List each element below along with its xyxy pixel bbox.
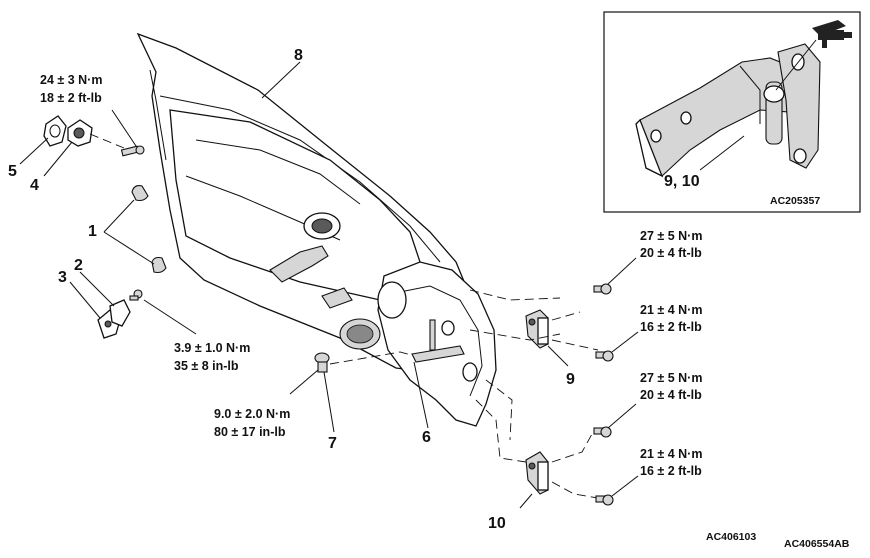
part-5-clip xyxy=(43,115,67,147)
bolt-hinge9-lower xyxy=(595,350,614,362)
torque-7-nm: 9.0 ± 2.0 N·m xyxy=(214,407,290,421)
torque-9l-ftlb: 16 ± 2 ft-lb xyxy=(640,320,702,334)
dash-hinge9-d xyxy=(551,339,599,351)
torque-9u-nm: 27 ± 5 N·m xyxy=(640,229,702,243)
leader-5 xyxy=(19,137,49,165)
callout-10: 10 xyxy=(488,515,506,532)
grease-gun-icon xyxy=(812,20,852,48)
bolt-hinge10-upper xyxy=(593,426,612,438)
leader-4 xyxy=(43,141,73,177)
inset-callout-9-10: 9, 10 xyxy=(664,173,700,190)
inset-figure-code: AC205357 xyxy=(770,195,820,207)
hinge-9 xyxy=(525,309,549,349)
bolt-hinge9-upper xyxy=(593,283,612,295)
dash-hinge9-c xyxy=(551,311,581,321)
torque-small-inlb: 35 ± 8 in-lb xyxy=(174,359,239,373)
dash-hinge10-b xyxy=(485,379,513,441)
torque-top-nm: 24 ± 3 N·m xyxy=(40,73,102,87)
torque-7-inlb: 80 ± 17 in-lb xyxy=(214,425,286,439)
torque-top-ftlb: 18 ± 2 ft-lb xyxy=(40,91,102,105)
callout-6: 6 xyxy=(422,429,431,446)
dash-bolt-top xyxy=(89,133,125,149)
torque-10l-ftlb: 16 ± 2 ft-lb xyxy=(640,464,702,478)
callout-7: 7 xyxy=(328,435,337,452)
leader-7 xyxy=(323,371,335,433)
inset-callout-leader xyxy=(699,135,745,171)
part-1-plug-lower xyxy=(151,256,167,274)
leader-torque-9u xyxy=(607,257,637,285)
leader-torque-9l xyxy=(611,331,639,353)
callout-9: 9 xyxy=(566,371,575,388)
leader-torque-10u xyxy=(607,403,637,429)
callout-5: 5 xyxy=(8,163,17,180)
part-2-retainer xyxy=(109,299,131,327)
leader-1a xyxy=(103,199,135,233)
leader-10 xyxy=(519,493,533,509)
callout-8: 8 xyxy=(294,47,303,64)
leader-8 xyxy=(261,61,301,99)
part-6-check-link xyxy=(411,319,465,363)
leader-torque-7 xyxy=(289,369,319,395)
part-1-plug-upper xyxy=(131,185,149,202)
dash-hinge10-d xyxy=(551,481,599,499)
callout-1: 1 xyxy=(88,223,97,240)
screw-small xyxy=(129,289,143,301)
leader-torque-small xyxy=(143,299,197,335)
leader-2 xyxy=(79,271,115,307)
part-4-bracket xyxy=(67,119,93,147)
hinge-10 xyxy=(525,451,549,495)
torque-10u-ftlb: 20 ± 4 ft-lb xyxy=(640,388,702,402)
leader-torque-top xyxy=(111,109,137,147)
bolt-hinge10-lower xyxy=(595,494,614,506)
leader-torque-10l xyxy=(611,475,639,497)
leader-1b xyxy=(103,231,155,265)
torque-9u-ftlb: 20 ± 4 ft-lb xyxy=(640,246,702,260)
door-trim-panel xyxy=(136,32,497,427)
dash-hinge10-c xyxy=(551,433,593,463)
inset-hinge-detail: 9, 10 AC205357 xyxy=(603,11,861,213)
torque-small-nm: 3.9 ± 1.0 N·m xyxy=(174,341,250,355)
leader-3 xyxy=(69,281,101,319)
callout-3: 3 xyxy=(58,269,67,286)
inset-grease-leader xyxy=(775,39,817,91)
torque-10l-nm: 21 ± 4 N·m xyxy=(640,447,702,461)
leader-6 xyxy=(413,361,429,429)
callout-2: 2 xyxy=(74,257,83,274)
torque-9l-nm: 21 ± 4 N·m xyxy=(640,303,702,317)
figure-code-main: AC406103 xyxy=(706,531,756,543)
dash-hinge10-a xyxy=(475,399,527,463)
callout-4: 4 xyxy=(30,177,39,194)
bolt-top xyxy=(120,145,145,157)
torque-10u-nm: 27 ± 5 N·m xyxy=(640,371,702,385)
leader-9 xyxy=(547,345,569,367)
part-7-bolt xyxy=(314,352,330,373)
figure-code-sheet: AC406554AB xyxy=(784,538,850,550)
dash-hinge9-b xyxy=(469,329,561,341)
dash-hinge9-a xyxy=(469,289,561,301)
